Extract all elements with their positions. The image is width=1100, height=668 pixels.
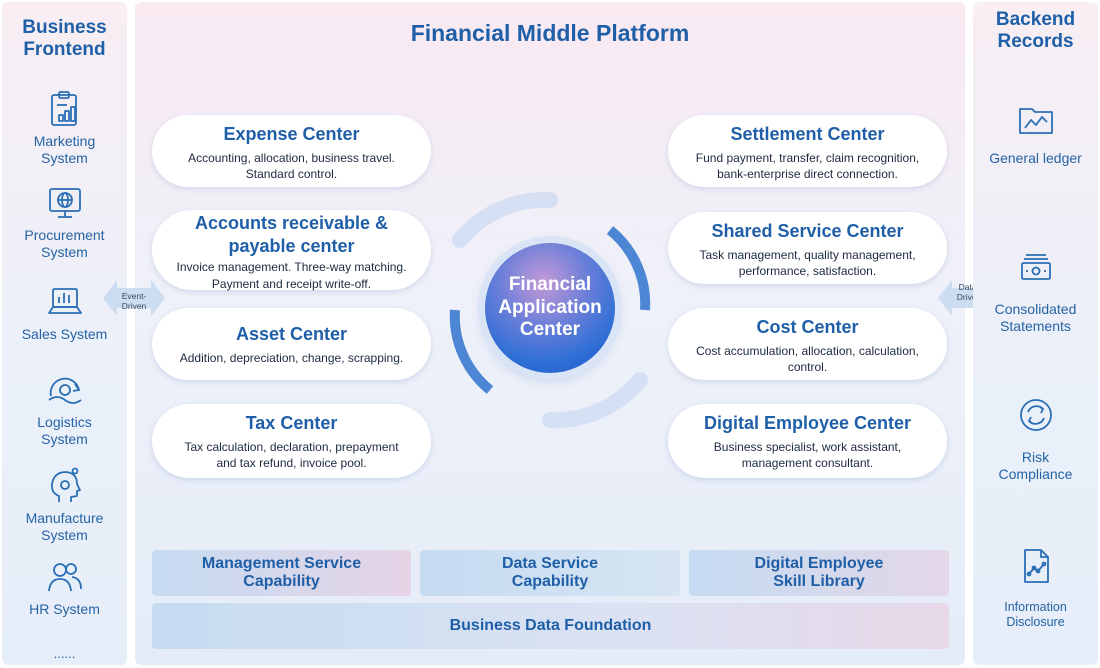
cash-stack-icon bbox=[1020, 254, 1051, 280]
backend-records-title: Backend Records bbox=[995, 9, 1076, 52]
card-shared-service-center: Shared Service Center Task management, q… bbox=[668, 212, 947, 284]
frontend-item-sales: Sales System bbox=[2, 282, 127, 343]
card-cost-center: Cost Center Cost accumulation, allocatio… bbox=[668, 308, 947, 380]
users-icon bbox=[47, 563, 82, 592]
logistics-globe-icon bbox=[47, 377, 82, 404]
card-digital-employee-center: Digital Employee Center Business special… bbox=[668, 404, 947, 478]
card-tax-center: Tax Center Tax calculation, declaration,… bbox=[152, 404, 431, 478]
card-asset-center: Asset Center Addition, depreciation, cha… bbox=[152, 308, 431, 380]
head-gear-icon bbox=[50, 467, 81, 502]
backend-item-general-ledger: General ledger bbox=[973, 100, 1098, 167]
folder-chart-icon bbox=[1018, 108, 1053, 134]
globe-monitor-icon bbox=[48, 188, 81, 218]
frontend-more: ...... bbox=[53, 646, 76, 661]
laptop-chart-icon bbox=[47, 288, 82, 314]
cycle-arrows-icon bbox=[1019, 399, 1052, 431]
clipboard-chart-icon bbox=[50, 91, 77, 126]
business-data-foundation: Business Data Foundation bbox=[152, 603, 949, 649]
event-driven-double-arrow bbox=[103, 280, 165, 316]
event-driven-label: Event-Driven bbox=[121, 291, 147, 311]
platform-title: Financial Middle Platform bbox=[410, 20, 690, 46]
card-expense-center: Expense Center Accounting, allocation, b… bbox=[152, 115, 431, 187]
data-driven-label: Data-Driven bbox=[956, 282, 982, 302]
business-frontend-title: Business Frontend bbox=[22, 17, 107, 60]
document-chart-icon bbox=[1023, 549, 1049, 583]
card-settlement-center: Settlement Center Fund payment, transfer… bbox=[668, 115, 947, 187]
card-accounts-center: Accounts receivable &payable center Invo… bbox=[152, 210, 431, 291]
backend-records-panel: Backend Records General ledger Consolida… bbox=[973, 2, 1098, 665]
hub-orbit-arcs bbox=[449, 191, 651, 429]
frontend-item-hr: HR System bbox=[2, 557, 127, 618]
